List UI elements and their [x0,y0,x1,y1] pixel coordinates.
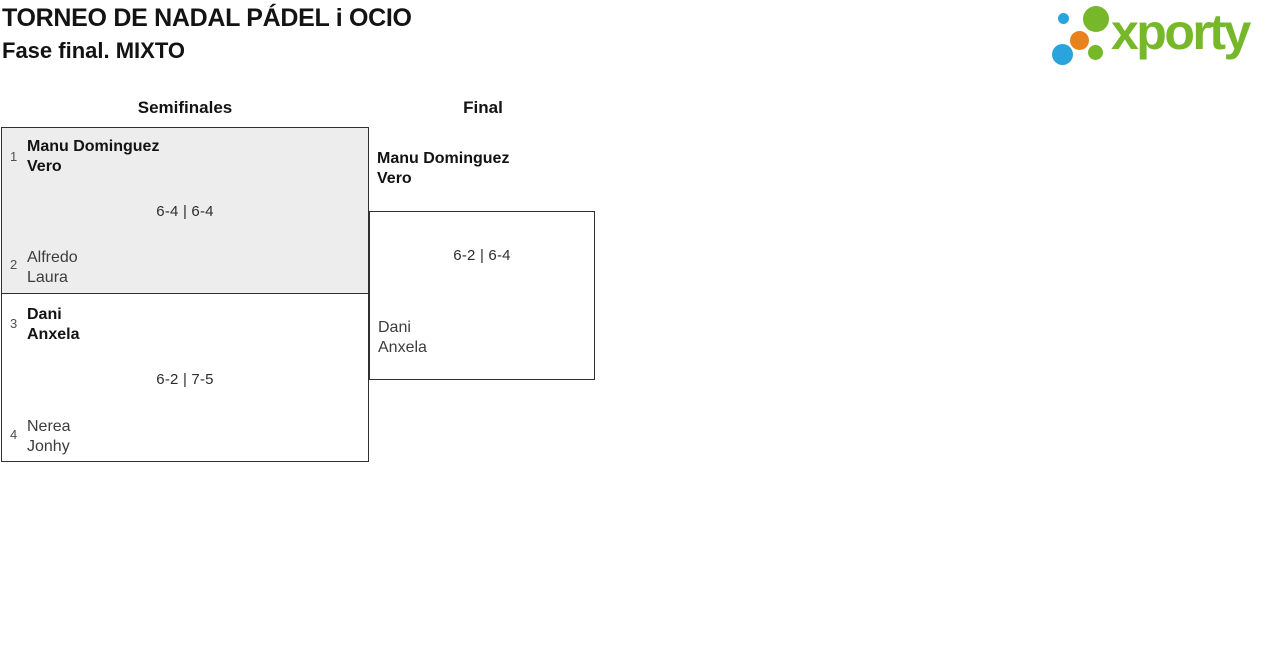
round-header-final: Final [463,98,503,117]
seed-number: 4 [10,427,18,442]
seed-number: 2 [10,257,18,272]
logo-dot-green-small-icon [1088,45,1103,60]
team-name-line: Alfredo [27,249,78,266]
team-name-line: Vero [377,169,412,187]
match-score: 6-2 | 7-5 [156,371,214,388]
logo-dot-green-large-icon [1083,6,1109,32]
match-score: 6-2 | 6-4 [453,247,511,264]
match-score: 6-4 | 6-4 [156,203,214,220]
team-name-line: Anxela [378,338,427,356]
team-name-line: Nerea [27,418,71,435]
team-sf2-bottom: Nerea Jonhy [27,417,71,456]
match-box-final[interactable]: 6-2 | 6-4 Dani Anxela [369,211,595,380]
seed-number: 3 [10,316,18,331]
team-sf1-bottom: Alfredo Laura [27,248,78,287]
team-name-line: Manu Dominguez [27,138,160,155]
team-name-line: Vero [27,157,62,175]
match-box-semifinal-2[interactable]: 3 Dani Anxela 6-2 | 7-5 4 Nerea Jonhy [1,293,369,462]
team-final-bottom: Dani Anxela [378,318,427,357]
tournament-title: TORNEO DE NADAL PÁDEL i OCIO [2,4,412,32]
xporty-wordmark: xporty [1111,4,1251,60]
seed-number: 1 [10,149,18,164]
round-header-semifinales: Semifinales [137,98,233,117]
team-name-line: Dani [27,306,62,323]
tournament-subtitle: Fase final. MIXTO [2,38,185,63]
team-sf2-top: Dani Anxela [27,305,79,344]
xporty-logo[interactable]: xporty [1045,0,1280,70]
logo-dot-orange-icon [1070,31,1089,50]
team-sf1-top: Manu Dominguez Vero [27,137,159,176]
logo-dot-blue-small-icon [1058,13,1069,24]
match-box-semifinal-1[interactable]: 1 Manu Dominguez Vero 6-4 | 6-4 2 Alfred… [1,127,369,294]
team-name-line: Laura [27,268,68,286]
team-name-line: Dani [378,319,411,336]
team-name-line: Anxela [27,325,80,343]
team-name-line: Manu Dominguez [377,150,510,167]
team-name-line: Jonhy [27,437,70,455]
team-final-top: Manu Dominguez Vero [377,149,509,188]
logo-dot-blue-large-icon [1052,44,1073,65]
